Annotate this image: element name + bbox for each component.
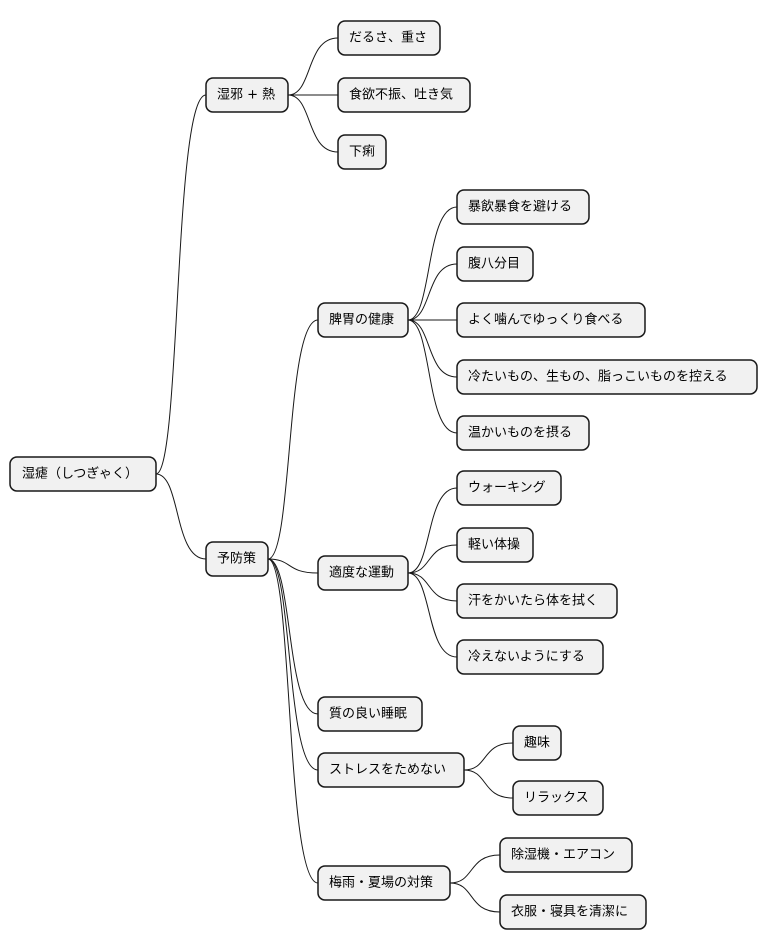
connector-line [407, 206, 458, 321]
exercise-item-node: ウォーキング [456, 470, 562, 506]
digestion-item-label: 暴飲暴食を避ける [468, 199, 572, 215]
root-node: 湿瘧（しつぎゃく） [9, 456, 157, 492]
connector-line [287, 37, 339, 96]
symptom-label: 下痢 [349, 144, 375, 160]
stress-item-node: リラックス [512, 780, 604, 816]
connector-line [407, 263, 458, 321]
connector-line [407, 572, 458, 658]
exercise-item-label: 汗をかいたら体を拭く [468, 594, 598, 609]
stress-item-label: リラックス [524, 791, 589, 806]
exercise-item-label: 冷えないようにする [468, 650, 585, 665]
exercise-label: 適度な運動 [329, 565, 394, 581]
connector-line [449, 854, 501, 884]
digestion-item-label: 冷たいもの、生もの、脂っこいものを控える [468, 370, 728, 385]
stress-node: ストレスをためない [317, 752, 465, 788]
prevention-node: 予防策 [205, 541, 269, 577]
root-label: 湿瘧（しつぎゃく） [22, 466, 138, 482]
connector-line [287, 94, 339, 153]
connector-line [267, 558, 319, 884]
digestion-label: 脾胃の健康 [329, 312, 394, 328]
digestion-item-node: 暴飲暴食を避ける [456, 189, 590, 225]
exercise-item-label: 軽い体操 [468, 537, 520, 553]
symptom-node: 食欲不振、吐き気 [337, 77, 471, 113]
exercise-item-node: 汗をかいたら体を拭く [456, 583, 618, 619]
cause-label: 湿邪 + 熱 [217, 88, 275, 103]
season-node: 梅雨・夏場の対策 [317, 865, 451, 901]
sleep-node: 質の良い睡眠 [317, 696, 423, 732]
digestion-item-node: 腹八分目 [456, 246, 534, 282]
connector-line [449, 882, 501, 913]
connector-line [267, 558, 319, 574]
digestion-item-node: 冷たいもの、生もの、脂っこいものを控える [456, 359, 758, 395]
sleep-label: 質の良い睡眠 [329, 706, 407, 722]
season-item-label: 除湿機・エアコン [511, 848, 615, 863]
connector-line [407, 319, 458, 378]
stress-item-node: 趣味 [512, 725, 562, 761]
exercise-item-label: ウォーキング [468, 481, 546, 496]
prevention-label: 予防策 [217, 551, 256, 567]
connector-line [155, 473, 207, 560]
connector-line [155, 94, 207, 475]
season-label: 梅雨・夏場の対策 [329, 875, 433, 891]
symptom-node: 下痢 [337, 134, 387, 170]
connector-line [407, 544, 458, 574]
digestion-item-node: 温かいものを摂る [456, 415, 590, 451]
symptom-node: だるさ、重さ [337, 20, 441, 56]
stress-item-label: 趣味 [524, 736, 550, 751]
season-item-node: 除湿機・エアコン [499, 837, 633, 873]
digestion-item-label: 温かいものを摂る [468, 425, 572, 441]
exercise-item-node: 軽い体操 [456, 527, 534, 563]
connector-line [463, 742, 514, 771]
stress-label: ストレスをためない [329, 763, 446, 778]
connector-line [267, 558, 319, 715]
mindmap-edges [155, 37, 514, 913]
exercise-item-node: 冷えないようにする [456, 639, 604, 675]
connector-line [407, 319, 458, 434]
digestion-item-label: 腹八分目 [468, 256, 520, 272]
connector-line [463, 769, 514, 799]
cause-node: 湿邪 + 熱 [205, 77, 289, 113]
digestion-item-node: よく噛んでゆっくり食べる [456, 302, 646, 338]
symptom-label: 食欲不振、吐き気 [349, 87, 453, 103]
symptom-label: だるさ、重さ [349, 30, 427, 46]
season-item-label: 衣服・寝具を清潔に [511, 904, 628, 920]
connector-line [407, 572, 458, 602]
connector-line [407, 487, 458, 574]
digestion-item-label: よく噛んでゆっくり食べる [468, 312, 623, 328]
season-item-node: 衣服・寝具を清潔に [499, 894, 647, 930]
exercise-node: 適度な運動 [317, 555, 409, 591]
digestion-node: 脾胃の健康 [317, 302, 409, 338]
connector-line [267, 319, 319, 560]
connector-line [267, 558, 319, 771]
